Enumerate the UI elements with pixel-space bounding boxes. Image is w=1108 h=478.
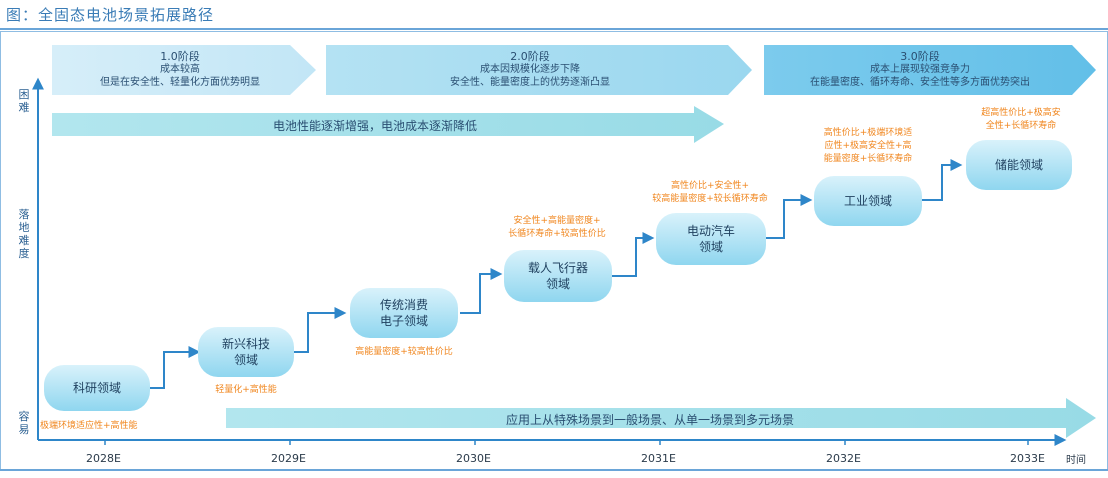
- note-energy-storage-line2: 全性+长循环寿命: [985, 121, 1057, 131]
- node-electric-vehicle: 电动汽车领域: [656, 213, 766, 265]
- note-electric-vehicle-line2: 较高能量密度+较长循环寿命: [652, 194, 768, 204]
- connector-1: [150, 346, 201, 389]
- note-emerging-tech: 轻量化+高性能: [196, 384, 296, 397]
- connector-4: [612, 232, 655, 277]
- note-consumer-electronics-line1: 高能量密度+较高性价比: [355, 347, 453, 357]
- node-research-line1: 科研领域: [72, 381, 121, 395]
- phase-1-arrow: [52, 45, 316, 95]
- note-energy-storage-line1: 超高性价比+极高安: [981, 108, 1061, 118]
- node-manned-aircraft: 载人飞行器领域: [504, 250, 612, 302]
- phase-3-text: 3.0阶段 成本上展现较强竞争力 在能量密度、循环寿命、安全性等多方面优势突出: [770, 50, 1070, 89]
- phase-2-title: 2.0阶段: [510, 50, 550, 63]
- node-consumer-electronics-line1: 传统消费: [379, 298, 428, 312]
- note-consumer-electronics: 高能量密度+较高性价比: [334, 346, 474, 359]
- node-industrial-line1: 工业领域: [843, 194, 892, 208]
- node-electric-vehicle-line2: 领域: [698, 240, 723, 254]
- phase-2-arrow: [326, 45, 752, 95]
- phase-2-line2: 安全性、能量密度上的优势逐渐凸显: [450, 77, 610, 88]
- bottom-rule: [0, 469, 1108, 471]
- phase-1-title: 1.0阶段: [160, 50, 200, 63]
- figure-title: 图：全固态电池场景拓展路径: [6, 6, 215, 24]
- node-research: 科研领域: [44, 365, 150, 411]
- connector-6: [922, 159, 963, 201]
- x-tick-2029: 2029E: [271, 452, 306, 465]
- connector-5: [766, 194, 813, 239]
- phase-2-line1: 成本因规模化逐步下降: [480, 64, 580, 75]
- x-tick-2032: 2032E: [826, 452, 861, 465]
- y-label-hard: 困难: [18, 88, 30, 114]
- node-manned-aircraft-line1: 载人飞行器: [527, 261, 588, 275]
- note-research-line1: 极端环境适应性+高性能: [40, 421, 138, 431]
- phase-1-line1: 成本较高: [160, 64, 200, 75]
- x-axis-label: 时间: [1066, 455, 1086, 466]
- phase-3-line2: 在能量密度、循环寿命、安全性等多方面优势突出: [810, 77, 1030, 88]
- performance-banner-text: 电池性能逐渐增强，电池成本逐渐降低: [272, 119, 477, 133]
- node-emerging-tech-line2: 领域: [233, 353, 258, 367]
- note-industrial: 高性价比+极端环境适 应性+极高安全性+高 能量密度+长循环寿命: [798, 127, 938, 166]
- note-industrial-line1: 高性价比+极端环境适: [823, 128, 913, 138]
- x-tick-2031: 2031E: [641, 452, 676, 465]
- phase-1-text: 1.0阶段 成本较高 但是在安全性、轻量化方面优势明显: [60, 50, 300, 89]
- note-energy-storage: 超高性价比+极高安 全性+长循环寿命: [956, 107, 1086, 133]
- application-banner-arrow: [226, 398, 1096, 438]
- performance-banner-arrow: [52, 106, 724, 143]
- y-label-easy: 容易: [18, 410, 30, 436]
- phase-2-text: 2.0阶段 成本因规模化逐步下降 安全性、能量密度上的优势逐渐凸显: [340, 50, 720, 89]
- phase-1-line2: 但是在安全性、轻量化方面优势明显: [100, 77, 260, 88]
- node-energy-storage-line1: 储能领域: [994, 158, 1043, 172]
- x-tick-2028: 2028E: [86, 452, 121, 465]
- node-emerging-tech: 新兴科技领域: [198, 327, 294, 377]
- note-industrial-line3: 能量密度+长循环寿命: [823, 154, 913, 164]
- title-rule: [0, 28, 1108, 30]
- note-manned-aircraft-line2: 长循环寿命+较高性价比: [508, 229, 606, 239]
- x-tick-2033: 2033E: [1010, 452, 1045, 465]
- y-label-difficulty: 落地难度: [18, 208, 30, 260]
- note-emerging-tech-line1: 轻量化+高性能: [215, 385, 277, 395]
- node-consumer-electronics: 传统消费电子领域: [350, 288, 458, 338]
- connector-2: [294, 307, 347, 353]
- phase-3-line1: 成本上展现较强竞争力: [870, 64, 970, 75]
- node-emerging-tech-line1: 新兴科技: [221, 337, 270, 351]
- node-energy-storage: 储能领域: [966, 140, 1072, 190]
- note-electric-vehicle: 高性价比+安全性+ 较高能量密度+较长循环寿命: [622, 180, 798, 206]
- application-banner-text: 应用上从特殊场景到一般场景、从单一场景到多元场景: [505, 413, 794, 427]
- node-manned-aircraft-line2: 领域: [545, 277, 570, 291]
- phase-3-title: 3.0阶段: [900, 50, 940, 63]
- node-electric-vehicle-line1: 电动汽车: [686, 224, 735, 238]
- note-manned-aircraft-line1: 安全性+高能量密度+: [513, 216, 601, 226]
- note-electric-vehicle-line1: 高性价比+安全性+: [670, 181, 750, 191]
- note-industrial-line2: 应性+极高安全性+高: [824, 141, 912, 151]
- note-research: 极端环境适应性+高性能: [40, 420, 180, 433]
- node-consumer-electronics-line2: 电子领域: [379, 314, 428, 328]
- phase-3-arrow: [764, 45, 1096, 95]
- note-manned-aircraft: 安全性+高能量密度+ 长循环寿命+较高性价比: [482, 215, 632, 241]
- x-tick-2030: 2030E: [456, 452, 491, 465]
- connector-3: [460, 268, 503, 314]
- node-industrial: 工业领域: [814, 176, 922, 226]
